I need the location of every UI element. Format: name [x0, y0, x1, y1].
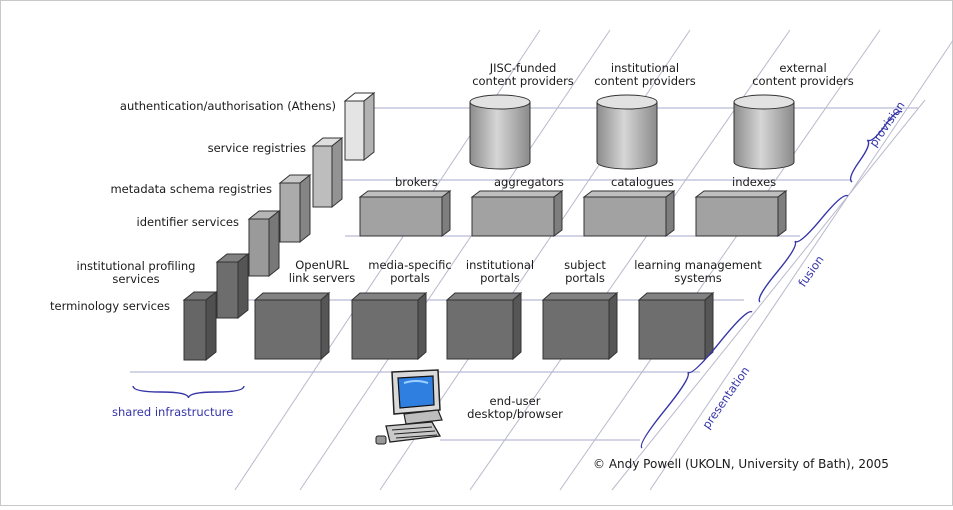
shared-service-pillar: [247, 209, 281, 278]
perspective-line: [649, 39, 953, 491]
presentation-box: [350, 291, 428, 361]
presentation-brace: [640, 310, 753, 449]
presentation-service-boxes: [253, 291, 715, 361]
shared-service-pillar: [343, 91, 376, 162]
provision-brace: [849, 110, 903, 183]
fusion-catalogues-label: catalogues: [611, 175, 674, 189]
presentation-box: [541, 291, 619, 361]
fusion-aggregators-label: aggregators: [494, 175, 564, 189]
shared-athens-label: authentication/authorisation (Athens): [119, 99, 336, 113]
shared-terminology-label: terminology services: [49, 299, 170, 313]
fusion-brokers-label: brokers: [395, 175, 438, 189]
layer-braces: [132, 110, 903, 449]
provider-cylinder: [469, 94, 531, 170]
fusion-indexes-label: indexes: [732, 175, 777, 189]
presentation-box: [253, 291, 331, 361]
presentation-box: [445, 291, 523, 361]
fusion-service-boxes: [358, 190, 788, 237]
shared-service-pillar: [182, 290, 218, 362]
fusion-brace: [758, 194, 849, 303]
perspective-line: [559, 29, 881, 491]
computer-icon: [375, 369, 443, 445]
shared-schema-label: metadata schema registries: [110, 182, 272, 196]
shared-service-pillar: [215, 252, 250, 320]
shared-service-pillar: [311, 136, 344, 209]
provider-cylinder: [596, 94, 658, 170]
shared-service-boxes: [182, 91, 376, 362]
content-provider-cylinders: [469, 94, 795, 170]
presentation-box: [637, 291, 715, 361]
fusion-box: [694, 190, 788, 237]
fusion-box: [470, 190, 564, 237]
copyright-credit: © Andy Powell (UKOLN, University of Bath…: [593, 457, 889, 471]
shared-infrastructure-brace: [132, 385, 245, 399]
fusion-box: [358, 190, 452, 237]
shared-identifier-label: identifier services: [136, 215, 239, 229]
perspective-line: [299, 29, 611, 491]
shared-service-pillar: [278, 173, 312, 244]
shared-infrastructure-label: shared infrastructure: [112, 405, 234, 419]
mouse-icon: [375, 435, 387, 445]
perspective-line: [611, 99, 926, 491]
fusion-box: [582, 190, 676, 237]
provider-cylinder: [733, 94, 795, 170]
shared-registries-label: service registries: [207, 141, 306, 155]
